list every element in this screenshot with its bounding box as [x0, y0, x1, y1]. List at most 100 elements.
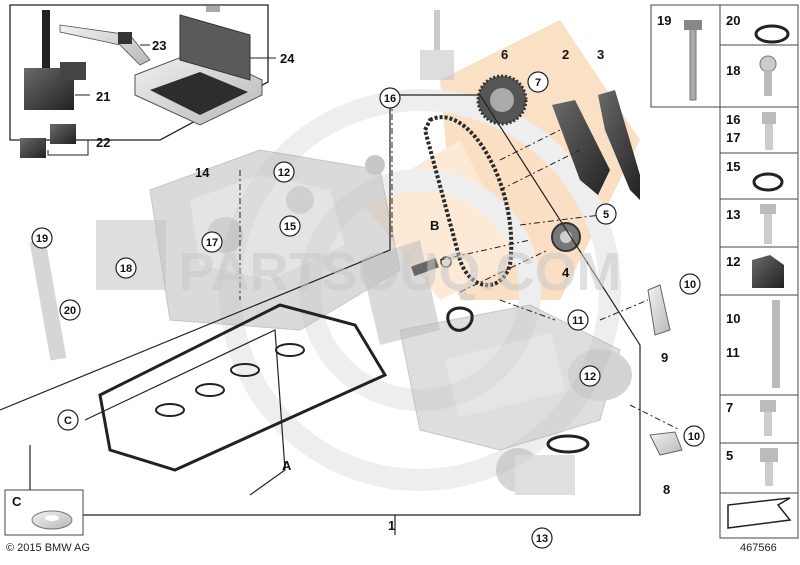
camshaft-blocks [20, 124, 76, 158]
side-label-13[interactable]: 13 [726, 207, 741, 222]
side-label-20[interactable]: 20 [726, 13, 741, 28]
callout-number: 19 [36, 233, 48, 245]
main-frame-lines [0, 94, 641, 535]
callout-21[interactable]: 21 [96, 89, 111, 104]
inset-C-box [4, 489, 84, 536]
callout-number: 5 [603, 209, 609, 221]
callout-circle [273, 161, 295, 183]
callout-18[interactable]: 18 [115, 257, 137, 279]
callout-13[interactable]: 13 [531, 527, 553, 549]
side-label-19[interactable]: 19 [657, 13, 672, 28]
callout-12[interactable]: 12 [273, 161, 295, 183]
callout-number: 7 [535, 77, 541, 89]
callout-8[interactable]: 8 [663, 482, 671, 497]
callout-2[interactable]: 2 [562, 47, 570, 62]
sensor-top [420, 10, 454, 80]
callout-circle [531, 527, 553, 549]
sprocket-camshaft [476, 74, 528, 126]
callout-6[interactable]: 6 [501, 47, 509, 62]
callout-4[interactable]: 4 [562, 265, 570, 280]
callout-number: 13 [536, 533, 548, 545]
callout-number: C [64, 415, 72, 427]
callout-number: 20 [64, 305, 76, 317]
callout-circle [201, 231, 223, 253]
callout-circle [527, 71, 549, 93]
callout-24[interactable]: 24 [280, 51, 295, 66]
callout-number: 15 [284, 221, 296, 233]
callout-number: 11 [572, 315, 584, 327]
chain-guide-rail [552, 100, 610, 195]
side-panel [650, 4, 799, 539]
o-ring-13 [546, 434, 590, 454]
callout-circle [57, 409, 79, 431]
callout-14[interactable]: 14 [195, 165, 210, 180]
callout-circle [567, 309, 589, 331]
callout-10[interactable]: 10 [683, 425, 705, 447]
callout-B[interactable]: B [430, 218, 440, 233]
callout-A[interactable]: A [282, 458, 292, 473]
callout-number: 12 [278, 167, 290, 179]
callout-number: 16 [384, 93, 396, 105]
side-label-16-17[interactable]: 16 17 [726, 112, 741, 145]
locking-tool-bar [59, 24, 151, 66]
watermark-text: PARTSOUQ.COM [179, 242, 622, 302]
callout-7[interactable]: 7 [527, 71, 549, 93]
callout-number: 17 [206, 237, 218, 249]
callout-number: 10 [688, 431, 700, 443]
side-label-7[interactable]: 7 [726, 400, 734, 415]
callout-22[interactable]: 22 [96, 135, 111, 150]
bracket-8 [649, 431, 683, 456]
side-label-10-11[interactable]: 10 11 [726, 311, 741, 360]
callout-17[interactable]: 17 [201, 231, 223, 253]
callout-15[interactable]: 15 [279, 215, 301, 237]
sprocket-crank [551, 222, 581, 252]
callout-circle [279, 215, 301, 237]
callout-12[interactable]: 12 [579, 365, 601, 387]
timing-chain [422, 115, 514, 287]
callout-16[interactable]: 16 [379, 87, 401, 109]
callout-number: 12 [584, 371, 596, 383]
bolt-B [411, 256, 452, 277]
callout-circle [115, 257, 137, 279]
injector-left [29, 239, 67, 361]
callout-C-inset[interactable]: C [12, 494, 22, 509]
copyright-text: © 2015 BMW AG [6, 542, 90, 554]
callout-circle [379, 87, 401, 109]
tensioner-rail [598, 90, 640, 200]
side-label-12[interactable]: 12 [726, 254, 741, 269]
callout-23[interactable]: 23 [152, 38, 167, 53]
callout-circle [595, 203, 617, 225]
document-number: 467566 [740, 542, 777, 554]
throttle-body [496, 448, 575, 495]
tool-case [134, 6, 263, 126]
callout-19[interactable]: 19 [31, 227, 53, 249]
seal-ring [446, 306, 474, 332]
tool-leader-lines [47, 44, 276, 156]
callout-circle [59, 299, 81, 321]
callout-20[interactable]: 20 [59, 299, 81, 321]
callout-1[interactable]: 1 [388, 518, 396, 533]
side-label-5[interactable]: 5 [726, 448, 734, 463]
callout-circle [679, 273, 701, 295]
engine-setting-tool [24, 10, 86, 110]
side-panel-parts [684, 20, 792, 529]
side-label-18[interactable]: 18 [726, 63, 741, 78]
callout-C[interactable]: C [57, 409, 79, 431]
fuel-rail-rear [96, 220, 166, 290]
callout-5[interactable]: 5 [595, 203, 617, 225]
callout-circle [683, 425, 705, 447]
intake-manifold [399, 304, 632, 451]
bracket-9 [647, 284, 671, 336]
callout-number: 18 [120, 263, 132, 275]
callout-10[interactable]: 10 [679, 273, 701, 295]
dashed-leaders [239, 100, 681, 431]
side-label-15[interactable]: 15 [726, 159, 741, 174]
callout-circle [579, 365, 601, 387]
callout-11[interactable]: 11 [567, 309, 589, 331]
callout-number: 10 [684, 279, 696, 291]
callout-3[interactable]: 3 [597, 47, 605, 62]
callout-9[interactable]: 9 [661, 350, 669, 365]
